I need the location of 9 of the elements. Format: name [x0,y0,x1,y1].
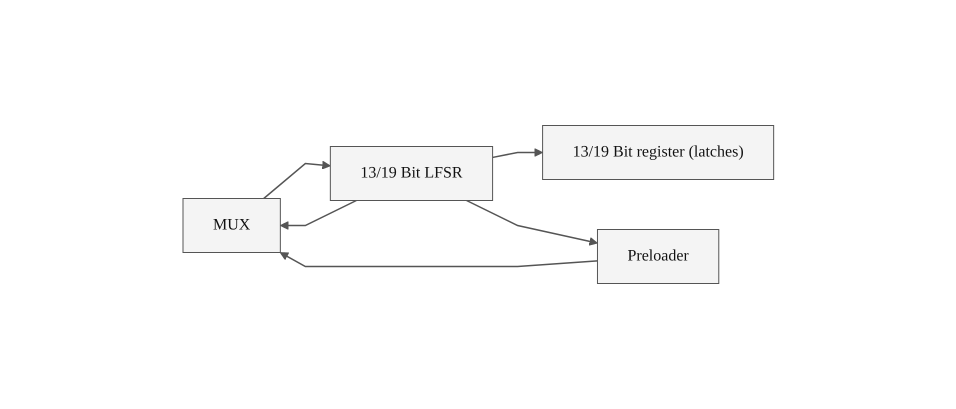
node-box: MUX [182,198,281,253]
node-box: 13/19 Bit register (latches) [542,125,774,180]
arrow [466,200,598,246]
arrow [262,160,330,200]
arrow [279,252,598,268]
arrow [280,200,356,230]
node-box: 13/19 Bit LFSR [330,146,493,201]
node-box: Preloader [596,229,719,284]
arrow [492,148,543,158]
